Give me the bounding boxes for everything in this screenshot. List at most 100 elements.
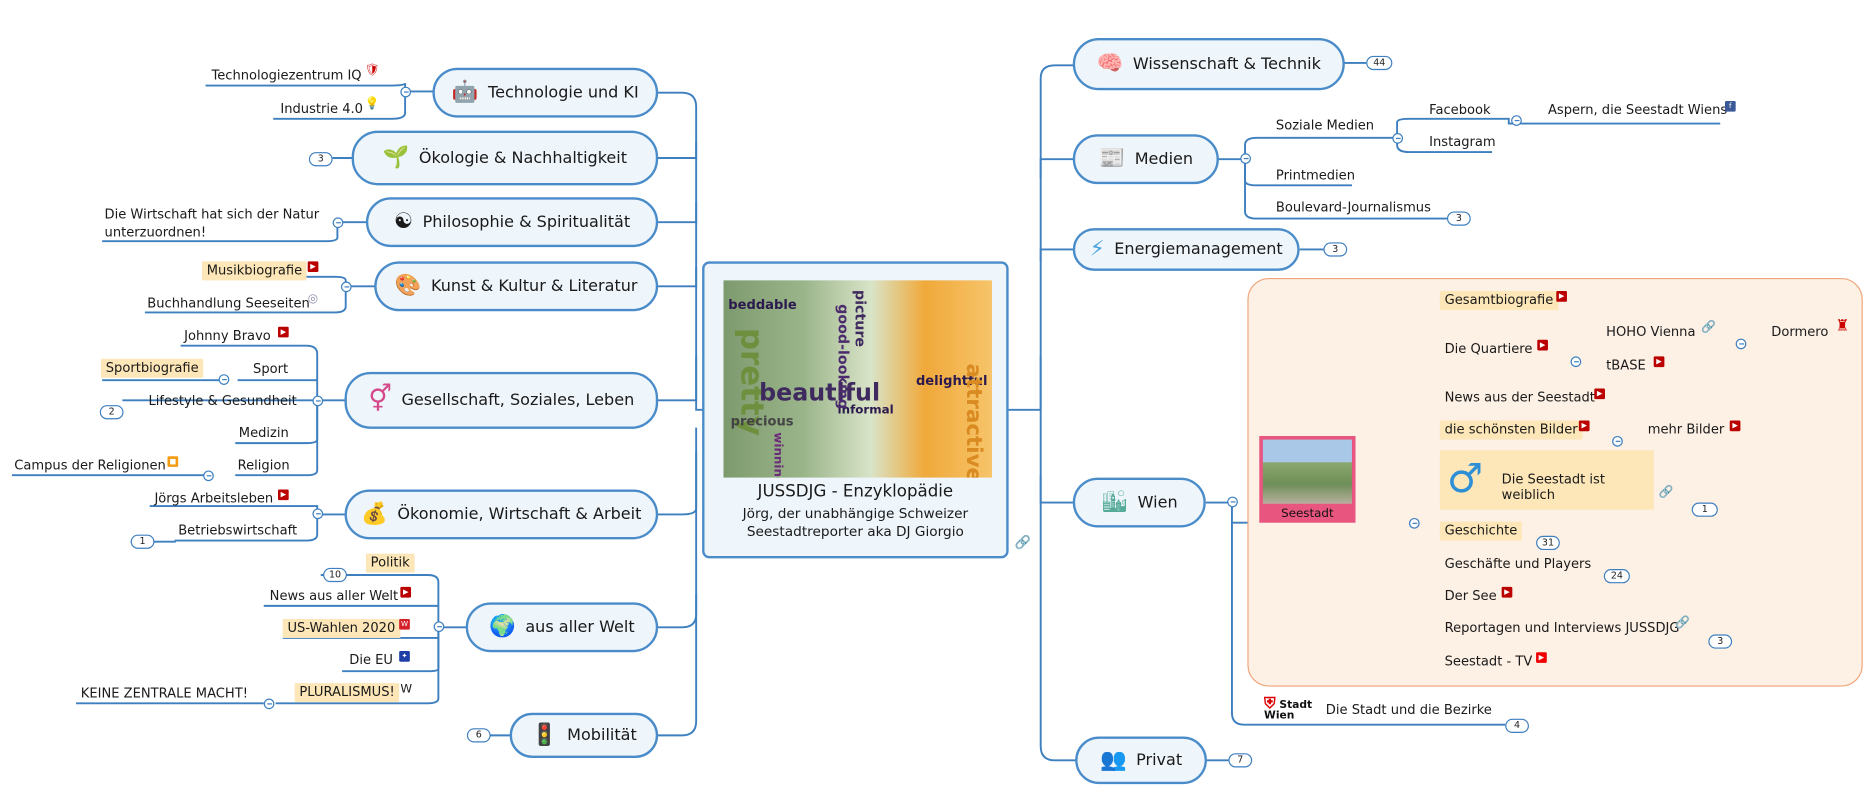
node-der-see[interactable]: Der See bbox=[1444, 588, 1497, 604]
count-badge[interactable]: 3 bbox=[1446, 211, 1471, 226]
node-facebook[interactable]: Facebook bbox=[1429, 102, 1491, 118]
node-medizin[interactable]: Medizin bbox=[238, 425, 289, 441]
node-boulevard[interactable]: Boulevard-Journalismus bbox=[1275, 199, 1431, 216]
topic-kunst[interactable]: 🎨 Kunst & Kultur & Literatur bbox=[374, 261, 659, 312]
topic-mobilitaet[interactable]: 🚦 Mobilität bbox=[509, 712, 659, 758]
topic-welt[interactable]: 🌍 aus aller Welt bbox=[465, 602, 659, 653]
node-arbeitsleben[interactable]: Jörgs Arbeitsleben bbox=[154, 490, 274, 507]
node-gesamtbiografie[interactable]: Gesamtbiografie bbox=[1439, 291, 1559, 311]
topic-oekologie[interactable]: 🌱 Ökologie & Nachhaltigkeit bbox=[351, 130, 659, 186]
node-reportagen[interactable]: Reportagen und Interviews JUSSDJG bbox=[1444, 620, 1680, 636]
node-buchhandlung[interactable]: Buchhandlung Seeseiten bbox=[147, 295, 310, 312]
node-printmedien[interactable]: Printmedien bbox=[1275, 167, 1356, 183]
node-lifestyle[interactable]: Lifestyle & Gesundheit bbox=[148, 393, 297, 409]
collapse-toggle[interactable] bbox=[203, 470, 214, 482]
link-icon[interactable]: 🔗 bbox=[1701, 320, 1717, 334]
node-geschichte[interactable]: Geschichte bbox=[1439, 521, 1523, 541]
collapse-toggle[interactable] bbox=[1240, 153, 1251, 164]
node-stadt-bezirke[interactable]: Die Stadt und die Bezirke bbox=[1325, 702, 1492, 718]
node-johnny-bravo[interactable]: Johnny Bravo bbox=[184, 327, 271, 344]
link-icon[interactable]: 🔗 bbox=[1014, 534, 1031, 551]
node-instagram[interactable]: Instagram bbox=[1429, 134, 1496, 150]
collapse-toggle[interactable] bbox=[1735, 338, 1747, 350]
count-badge[interactable]: 31 bbox=[1536, 535, 1560, 551]
collapse-toggle[interactable] bbox=[263, 698, 275, 710]
node-dormero[interactable]: Dormero bbox=[1771, 324, 1829, 340]
node-religion[interactable]: Religion bbox=[237, 457, 290, 473]
count-badge[interactable]: 1 bbox=[130, 534, 155, 549]
node-industrie[interactable]: Industrie 4.0 bbox=[280, 100, 364, 117]
collapse-toggle[interactable] bbox=[433, 621, 445, 633]
node-pluralismus[interactable]: PLURALISMUS! bbox=[294, 683, 400, 703]
node-sport[interactable]: Sport bbox=[253, 361, 289, 377]
node-wirtschaft-natur[interactable]: Die Wirtschaft hat sich der Natur unterz… bbox=[104, 206, 320, 240]
brain-icon: 🧠 bbox=[1096, 51, 1124, 77]
count-badge[interactable]: 2 bbox=[99, 405, 124, 420]
count-badge[interactable]: 3 bbox=[1708, 634, 1733, 649]
collapse-toggle[interactable] bbox=[400, 86, 412, 98]
collapse-toggle[interactable] bbox=[1227, 496, 1238, 508]
count-badge[interactable]: 4 bbox=[1505, 718, 1529, 733]
topic-gesellschaft[interactable]: ⚥ Gesellschaft, Soziales, Leben bbox=[344, 371, 659, 429]
topic-technologie[interactable]: 🤖 Technologie und KI bbox=[432, 67, 659, 118]
collapse-toggle[interactable] bbox=[1612, 435, 1623, 447]
node-musikbiografie[interactable]: Musikbiografie bbox=[201, 261, 307, 281]
node-betriebswirtschaft[interactable]: Betriebswirtschaft bbox=[178, 522, 298, 539]
node-seestadt-weiblich[interactable]: ♂ Die Seestadt ist weiblich bbox=[1439, 450, 1654, 510]
node-news-seestadt[interactable]: News aus der Seestadt bbox=[1444, 389, 1595, 406]
central-topic[interactable]: beddable pretty beautiful precious winni… bbox=[702, 261, 1009, 559]
node-schoensten-bilder[interactable]: die schönsten Bilder bbox=[1439, 420, 1583, 440]
topic-oekonomie[interactable]: 💰 Ökonomie, Wirtschaft & Arbeit bbox=[344, 489, 659, 540]
topic-energie[interactable]: ⚡ Energiemanagement bbox=[1072, 228, 1300, 271]
collapse-toggle[interactable] bbox=[312, 395, 324, 407]
node-tbase[interactable]: tBASE bbox=[1606, 357, 1646, 374]
red-square-icon: ▶ bbox=[1729, 419, 1741, 432]
node-news-welt[interactable]: News aus aller Welt bbox=[269, 588, 399, 604]
count-badge[interactable]: 3 bbox=[308, 152, 333, 167]
red-square-icon: ▶ bbox=[400, 586, 412, 598]
node-keine-zentrale-macht[interactable]: KEINE ZENTRALE MACHT! bbox=[80, 685, 248, 701]
node-aspern[interactable]: Aspern, die Seestadt Wiens bbox=[1547, 102, 1728, 118]
collapse-toggle[interactable] bbox=[312, 508, 324, 520]
red-square-icon: ▶ bbox=[1556, 290, 1567, 302]
node-us-wahlen[interactable]: US-Wahlen 2020 bbox=[282, 618, 401, 638]
collapse-toggle[interactable] bbox=[1511, 115, 1522, 126]
city-icon: 🏙 bbox=[1100, 489, 1129, 515]
collapse-toggle[interactable] bbox=[1392, 133, 1404, 144]
count-badge[interactable]: 24 bbox=[1603, 569, 1630, 584]
node-politik[interactable]: Politik bbox=[365, 553, 415, 573]
collapse-toggle[interactable] bbox=[1570, 356, 1582, 368]
link-icon[interactable]: 🔗 bbox=[1675, 616, 1690, 630]
topic-privat[interactable]: 👥 Privat bbox=[1075, 736, 1208, 785]
count-badge[interactable]: 1 bbox=[1691, 502, 1718, 517]
count-badge[interactable]: 6 bbox=[466, 728, 491, 743]
count-badge[interactable]: 7 bbox=[1228, 753, 1253, 768]
node-technologiezentrum[interactable]: Technologiezentrum IQ bbox=[211, 67, 362, 84]
node-soziale-medien[interactable]: Soziale Medien bbox=[1275, 117, 1375, 134]
dormero-logo-icon: ♜ bbox=[1835, 317, 1850, 336]
topic-medien[interactable]: 📰 Medien bbox=[1072, 134, 1219, 185]
collapse-toggle[interactable] bbox=[340, 281, 352, 293]
count-badge[interactable]: 10 bbox=[323, 567, 347, 583]
topic-wien[interactable]: 🏙 Wien bbox=[1072, 477, 1206, 528]
node-campus-religionen[interactable]: Campus der Religionen bbox=[14, 457, 166, 473]
collapse-toggle[interactable] bbox=[218, 374, 230, 385]
node-sportbiografie[interactable]: Sportbiografie bbox=[100, 358, 204, 378]
topic-philosophie[interactable]: ☯ Philosophie & Spiritualität bbox=[365, 197, 659, 248]
node-hoho-vienna[interactable]: HOHO Vienna bbox=[1606, 324, 1696, 340]
count-badge[interactable]: 44 bbox=[1366, 55, 1393, 71]
count-badge[interactable]: 3 bbox=[1323, 242, 1348, 257]
orange-badge-icon: ■ bbox=[167, 456, 179, 467]
node-mehr-bilder[interactable]: mehr Bilder bbox=[1647, 421, 1725, 438]
collapse-toggle[interactable] bbox=[1408, 517, 1420, 529]
collapse-toggle[interactable] bbox=[332, 217, 344, 229]
node-eu[interactable]: Die EU bbox=[349, 652, 393, 668]
node-seestadt-tv[interactable]: Seestadt - TV bbox=[1444, 653, 1533, 669]
traffic-light-icon: 🚦 bbox=[531, 722, 558, 748]
seestadt-image-node[interactable]: Seestadt bbox=[1259, 435, 1356, 523]
node-quartiere[interactable]: Die Quartiere bbox=[1444, 340, 1533, 357]
topic-wissenschaft[interactable]: 🧠 Wissenschaft & Technik bbox=[1072, 38, 1345, 91]
red-square-icon: ▶ bbox=[307, 260, 319, 273]
node-geschaefte[interactable]: Geschäfte und Players bbox=[1444, 555, 1592, 572]
link-icon[interactable]: 🔗 bbox=[1658, 485, 1674, 499]
